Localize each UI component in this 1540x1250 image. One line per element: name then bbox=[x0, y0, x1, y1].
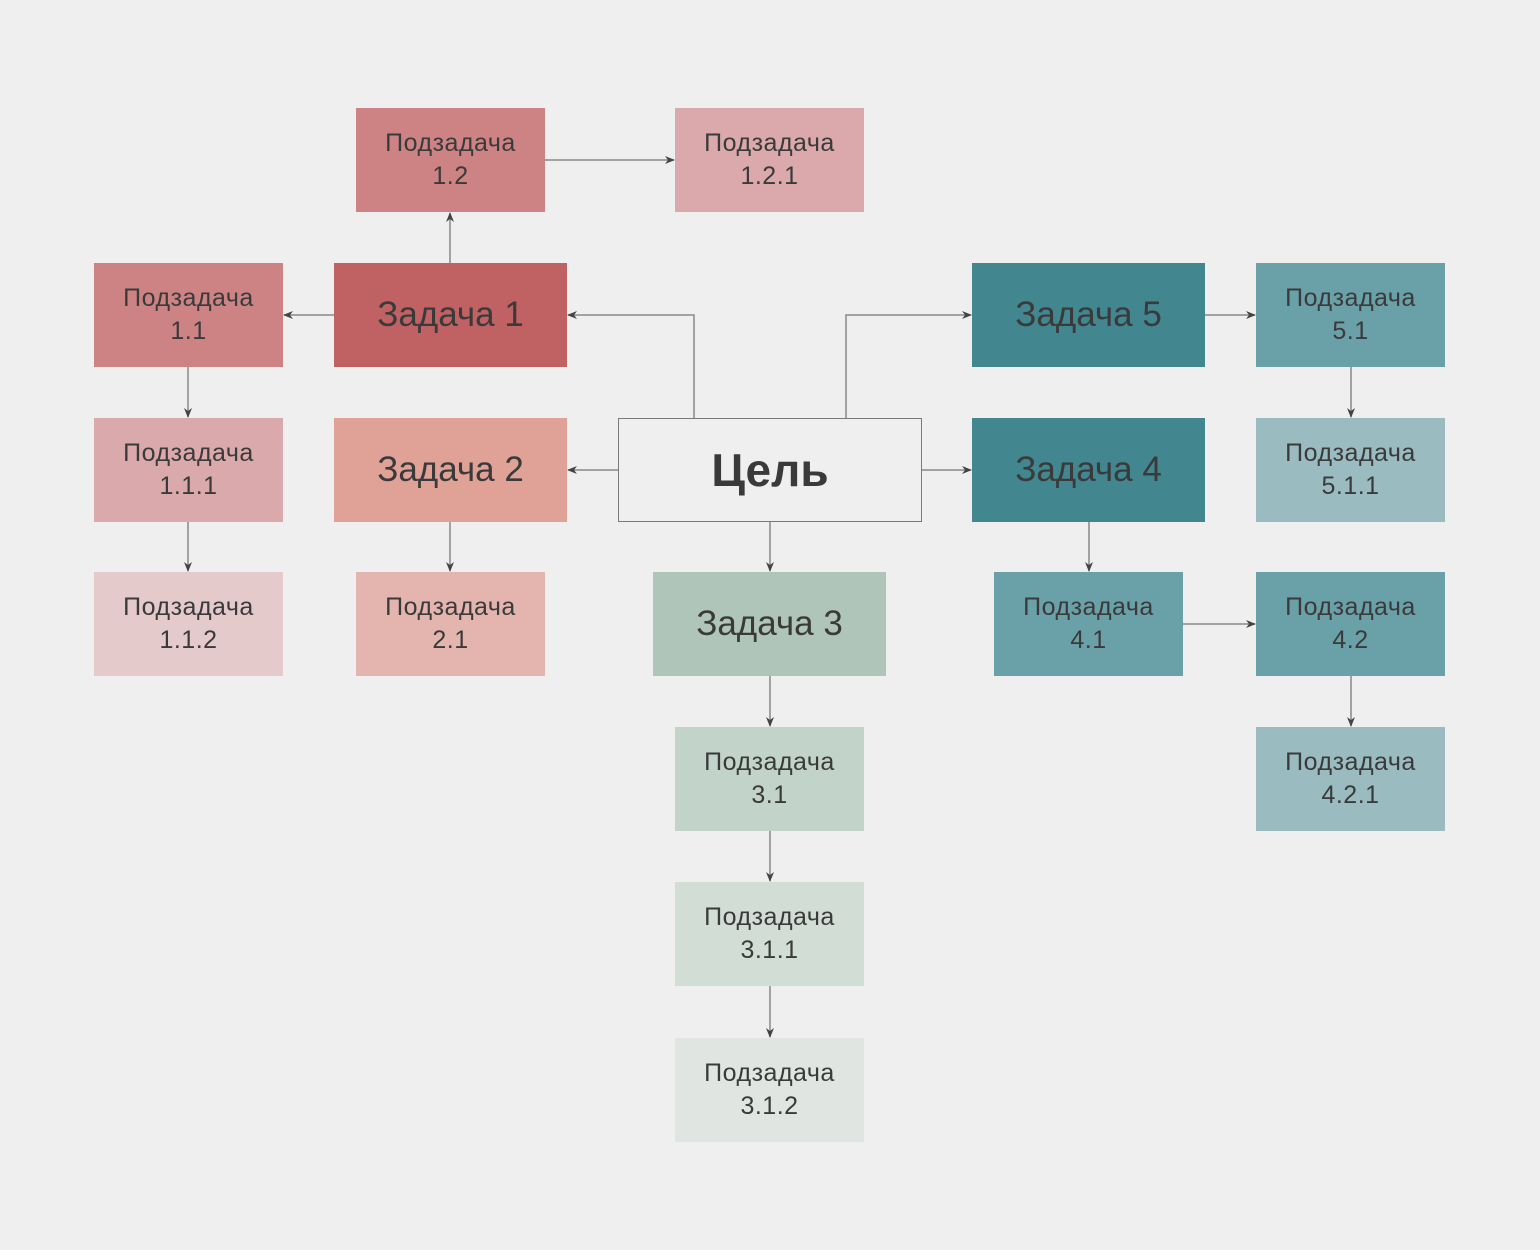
subtask-1-1-1-node[interactable]: Подзадача 1.1.1 bbox=[94, 418, 283, 522]
subtask-3-1-2-node[interactable]: Подзадача 3.1.2 bbox=[675, 1038, 864, 1142]
subtask-1-2-node[interactable]: Подзадача 1.2 bbox=[356, 108, 545, 212]
subtask-5-1-1-node[interactable]: Подзадача 5.1.1 bbox=[1256, 418, 1445, 522]
subtask-word: Подзадача bbox=[1023, 593, 1154, 621]
subtask-2-1-node[interactable]: Подзадача 2.1 bbox=[356, 572, 545, 676]
subtask-number: 1.1 bbox=[170, 317, 207, 345]
subtask-4-1-node[interactable]: Подзадача 4.1 bbox=[994, 572, 1183, 676]
subtask-word: Подзадача bbox=[1285, 439, 1416, 467]
subtask-1-1-2-node[interactable]: Подзадача 1.1.2 bbox=[94, 572, 283, 676]
subtask-1-2-1-node[interactable]: Подзадача 1.2.1 bbox=[675, 108, 864, 212]
subtask-number: 1.1.1 bbox=[159, 472, 218, 500]
task-label: Задача 1 bbox=[377, 295, 524, 334]
subtask-word: Подзадача bbox=[385, 129, 516, 157]
subtask-number: 4.1 bbox=[1070, 626, 1107, 654]
subtask-1-1-node[interactable]: Подзадача 1.1 bbox=[94, 263, 283, 367]
subtask-5-1-node[interactable]: Подзадача 5.1 bbox=[1256, 263, 1445, 367]
subtask-4-2-node[interactable]: Подзадача 4.2 bbox=[1256, 572, 1445, 676]
subtask-word: Подзадача bbox=[704, 129, 835, 157]
task-label: Задача 3 bbox=[696, 604, 843, 643]
subtask-word: Подзадача bbox=[123, 284, 254, 312]
task-label: Задача 5 bbox=[1015, 295, 1162, 334]
subtask-number: 5.1 bbox=[1332, 317, 1369, 345]
subtask-word: Подзадача bbox=[704, 903, 835, 931]
task-1-node[interactable]: Задача 1 bbox=[334, 263, 567, 367]
task-3-node[interactable]: Задача 3 bbox=[653, 572, 886, 676]
subtask-number: 3.1 bbox=[751, 781, 788, 809]
subtask-number: 4.2.1 bbox=[1321, 781, 1380, 809]
subtask-4-2-1-node[interactable]: Подзадача 4.2.1 bbox=[1256, 727, 1445, 831]
subtask-number: 1.2 bbox=[432, 162, 469, 190]
subtask-number: 5.1.1 bbox=[1321, 472, 1380, 500]
subtask-3-1-node[interactable]: Подзадача 3.1 bbox=[675, 727, 864, 831]
subtask-word: Подзадача bbox=[385, 593, 516, 621]
subtask-number: 3.1.1 bbox=[740, 936, 799, 964]
arrow-goal-task5 bbox=[845, 311, 972, 418]
subtask-word: Подзадача bbox=[123, 593, 254, 621]
subtask-word: Подзадача bbox=[1285, 748, 1416, 776]
subtask-word: Подзадача bbox=[1285, 284, 1416, 312]
subtask-number: 1.1.2 bbox=[159, 626, 218, 654]
subtask-word: Подзадача bbox=[1285, 593, 1416, 621]
task-2-node[interactable]: Задача 2 bbox=[334, 418, 567, 522]
task-label: Задача 4 bbox=[1015, 450, 1162, 489]
subtask-number: 2.1 bbox=[432, 626, 469, 654]
task-label: Задача 2 bbox=[377, 450, 524, 489]
task-5-node[interactable]: Задача 5 bbox=[972, 263, 1205, 367]
subtask-number: 4.2 bbox=[1332, 626, 1369, 654]
subtask-word: Подзадача bbox=[123, 439, 254, 467]
arrow-goal-task1 bbox=[567, 311, 695, 418]
subtask-word: Подзадача bbox=[704, 748, 835, 776]
subtask-number: 1.2.1 bbox=[740, 162, 799, 190]
goal-node[interactable]: Цель bbox=[618, 418, 922, 522]
goal-label: Цель bbox=[711, 444, 829, 496]
task-4-node[interactable]: Задача 4 bbox=[972, 418, 1205, 522]
subtask-word: Подзадача bbox=[704, 1059, 835, 1087]
subtask-number: 3.1.2 bbox=[740, 1092, 799, 1120]
subtask-3-1-1-node[interactable]: Подзадача 3.1.1 bbox=[675, 882, 864, 986]
